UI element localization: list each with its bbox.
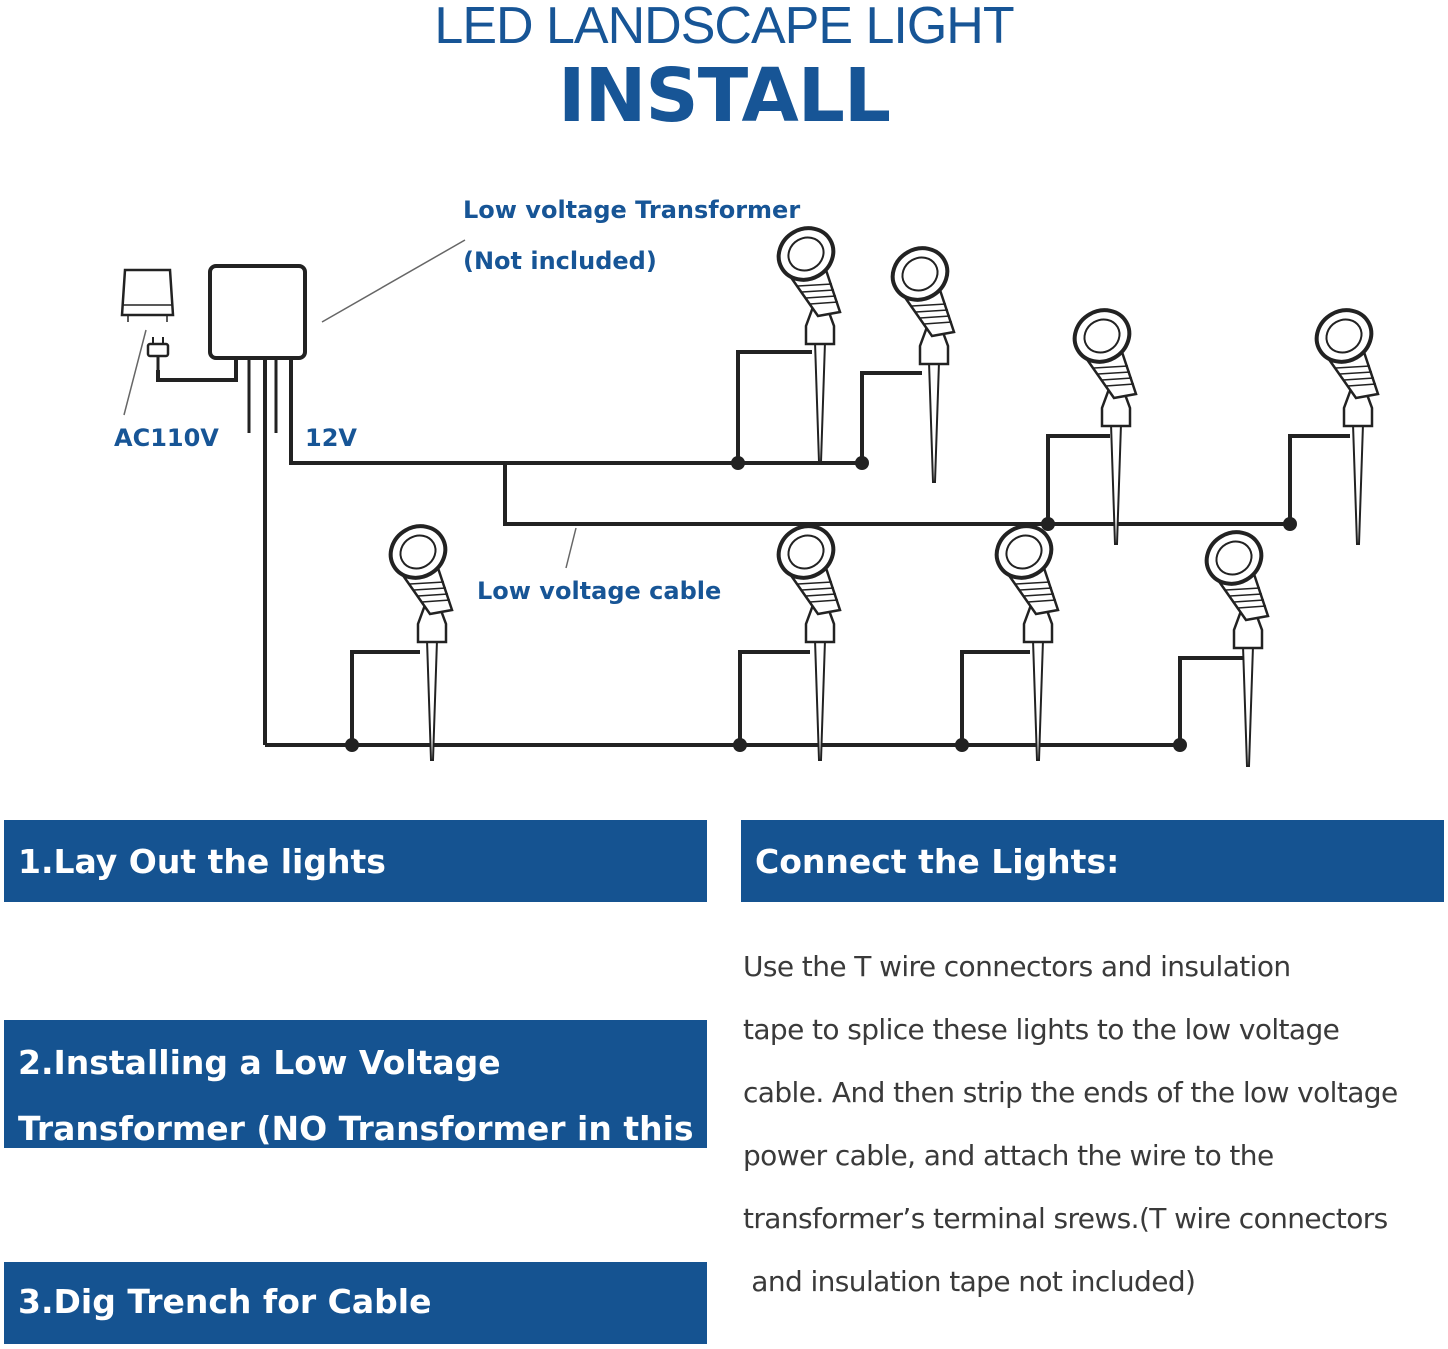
- instruction-line: tape to splice these lights to the low v…: [743, 1013, 1340, 1046]
- cable-label: Low voltage cable: [477, 577, 721, 605]
- connect-instructions: Use the T wire connectors and insulation…: [743, 935, 1443, 1313]
- wiring-diagram: Low voltage Transformer (Not included) A…: [114, 196, 1383, 768]
- instruction-line: power cable, and attach the wire to the: [743, 1139, 1274, 1172]
- plug-icon: [146, 337, 170, 370]
- step-3-text: 3.Dig Trench for Cable: [18, 1282, 432, 1321]
- instruction-line: Use the T wire connectors and insulation: [743, 950, 1291, 983]
- transformer-label: Low voltage Transformer: [463, 196, 800, 224]
- instruction-line: transformer’s terminal srews.(T wire con…: [743, 1202, 1388, 1235]
- instruction-line: cable. And then strip the ends of the lo…: [743, 1076, 1398, 1109]
- title-line-2: INSTALL: [557, 53, 891, 139]
- connect-heading: Connect the Lights:: [755, 842, 1120, 881]
- connect-heading-banner: Connect the Lights:: [741, 820, 1444, 902]
- step-2-banner: 2.Installing a Low Voltage Transformer (…: [4, 1020, 707, 1214]
- spotlight-icon: [767, 514, 845, 762]
- step-2-text-line-1: 2.Installing a Low Voltage: [18, 1043, 501, 1082]
- ac-voltage-label: AC110V: [114, 424, 219, 452]
- spotlight-icon: [1063, 298, 1141, 546]
- step-2-text-line-2: Transformer (NO Transformer in this set): [18, 1109, 694, 1214]
- step-1-banner: 1.Lay Out the lights: [4, 820, 707, 902]
- transformer-note: (Not included): [463, 247, 657, 275]
- spotlight-icon: [881, 236, 959, 484]
- step-1-text: 1.Lay Out the lights: [18, 842, 386, 881]
- spotlight-icon: [985, 514, 1063, 762]
- transformer-box: [208, 264, 307, 360]
- instruction-line: and insulation tape not included): [743, 1265, 1196, 1298]
- spotlight-icon: [767, 216, 845, 464]
- spotlight-icon: [1305, 298, 1383, 546]
- spotlight-icon: [1195, 520, 1273, 768]
- step-3-banner: 3.Dig Trench for Cable: [4, 1262, 707, 1344]
- wall-outlet-icon: [120, 268, 175, 322]
- spotlight-icon: [379, 514, 457, 762]
- dc-voltage-label: 12V: [305, 424, 357, 452]
- title-line-1: LED LANDSCAPE LIGHT: [434, 0, 1014, 55]
